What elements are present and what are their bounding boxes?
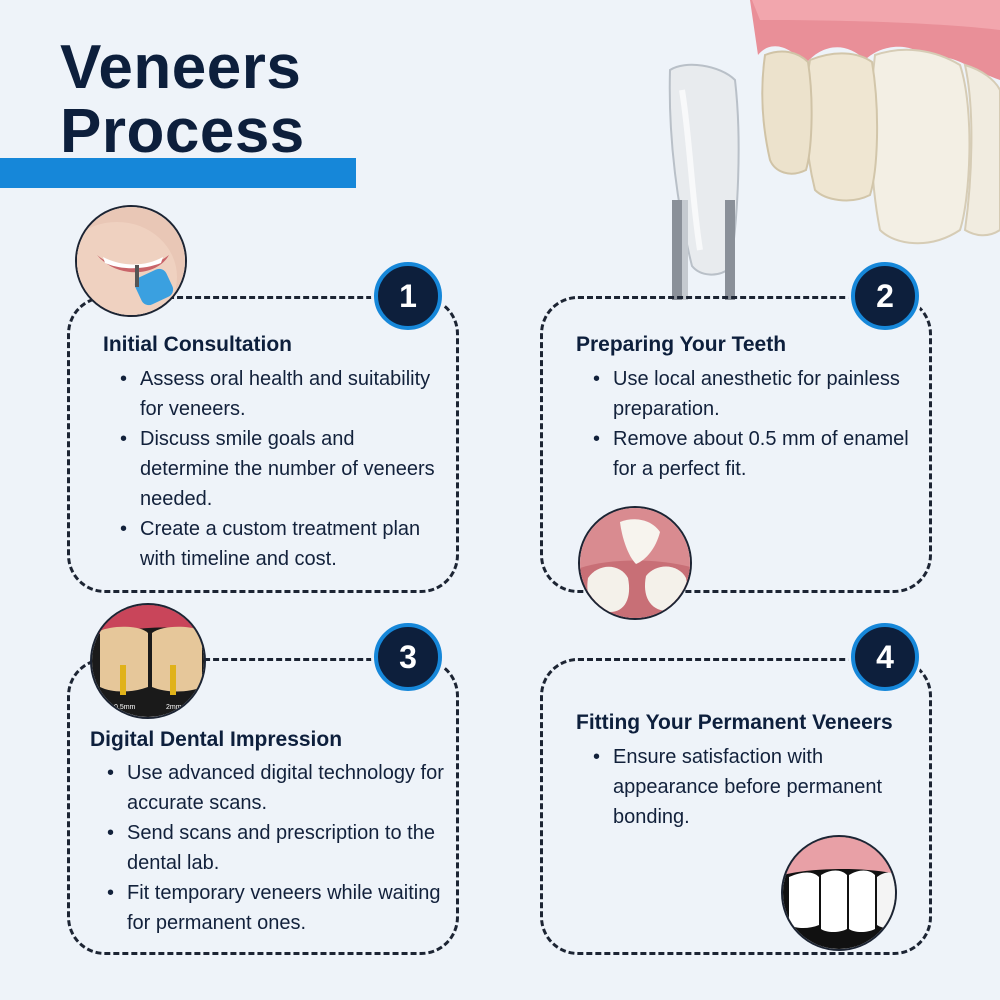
list-item: Fit temporary veneers while waiting for … <box>107 878 447 938</box>
tooth-measurement-photo: 0.5mm 2mm <box>90 603 206 719</box>
step-3-title: Digital Dental Impression <box>90 728 343 751</box>
list-item: Remove about 0.5 mm of enamel for a perf… <box>593 424 913 484</box>
white-smile-photo <box>781 835 897 951</box>
step-1-points: Assess oral health and suitability for v… <box>120 364 440 574</box>
step-card-4 <box>540 658 932 955</box>
title-line-1: Veneers <box>60 33 302 102</box>
step-3-points: Use advanced digital technology for accu… <box>107 758 447 938</box>
step-2-points: Use local anesthetic for painless prepar… <box>593 364 913 484</box>
step-2-title: Preparing Your Teeth <box>576 333 787 356</box>
list-item: Use local anesthetic for painless prepar… <box>593 364 913 424</box>
tooth-preparation-photo <box>578 506 692 620</box>
title-line-2: Process <box>60 97 305 166</box>
veneer-tool-illustration <box>630 0 1000 300</box>
list-item: Send scans and prescription to the denta… <box>107 818 447 878</box>
step-number-2: 2 <box>851 262 919 330</box>
smile-consultation-photo <box>75 205 187 317</box>
step-number-4: 4 <box>851 623 919 691</box>
list-item: Discuss smile goals and determine the nu… <box>120 424 440 514</box>
step-4-points: Ensure satisfaction with appearance befo… <box>593 742 918 832</box>
list-item: Use advanced digital technology for accu… <box>107 758 447 818</box>
list-item: Create a custom treatment plan with time… <box>120 514 440 574</box>
step-number-1: 1 <box>374 262 442 330</box>
step-4-title: Fitting Your Permanent Veneers <box>576 711 893 734</box>
measure-label-1: 0.5mm <box>114 704 136 711</box>
page-title: Veneers Process <box>60 36 305 164</box>
title-underline-bar <box>0 158 356 188</box>
measure-label-2: 2mm <box>166 704 182 711</box>
step-card-2 <box>540 296 932 593</box>
step-1-title: Initial Consultation <box>103 333 292 356</box>
list-item: Assess oral health and suitability for v… <box>120 364 440 424</box>
list-item: Ensure satisfaction with appearance befo… <box>593 742 918 832</box>
step-number-3: 3 <box>374 623 442 691</box>
step-card-1 <box>67 296 459 593</box>
step-card-3 <box>67 658 459 955</box>
